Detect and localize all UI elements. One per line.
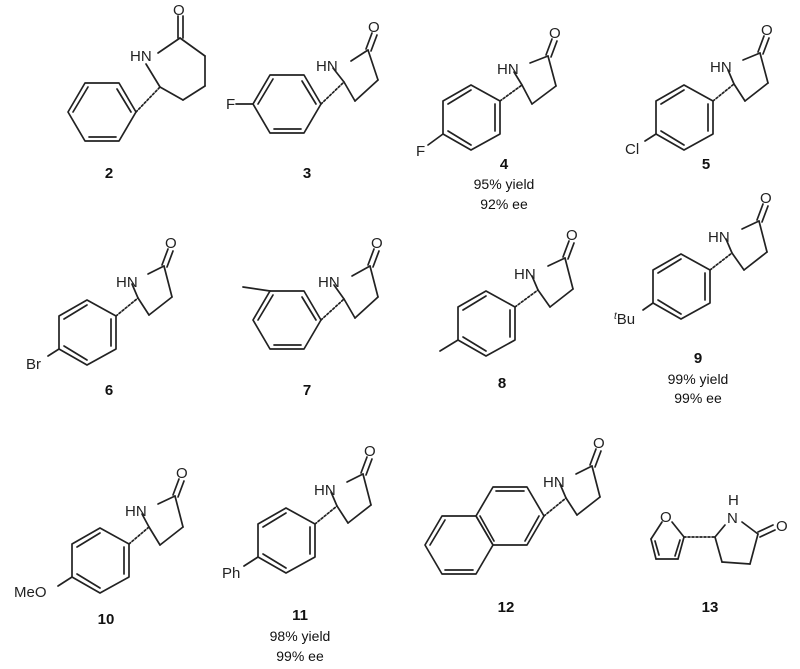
atom-o: O [364,443,376,460]
ee-text: 99% ee [276,648,324,664]
compound-label: 5 [702,156,710,173]
compound-label: 3 [303,165,311,182]
atom-o: O [549,25,561,42]
pyrrolidinone-ring [115,248,174,317]
compound-11: Ph HN O 11 98% yield 99% ee [222,443,376,664]
atom-nh: HN [710,59,732,76]
atom-nh: HN [130,48,152,65]
atom-o: O [368,19,380,36]
atom-n: N [727,510,738,527]
compound-label: 10 [98,611,115,628]
atom-nh: HN [314,482,336,499]
benzene-ring [655,84,714,151]
compound-label: 13 [702,599,719,616]
compound-13: O H N O 13 [650,492,788,616]
atom-nh: HN [514,266,536,283]
pyrrolidinone-ring [320,248,380,321]
atom-nh: HN [708,229,730,246]
compound-label: 4 [500,156,509,173]
atom-nh: HN [497,61,519,78]
compound-label: 8 [498,375,506,392]
furan-ring [650,521,685,560]
pyrrolidinone-ring [128,478,185,546]
atom-tbu: tBu [614,311,635,328]
pyrrolidinone-ring [543,448,602,517]
compound-label: 11 [292,607,308,624]
atom-br: Br [26,356,41,373]
compound-label: 12 [498,599,515,616]
pyrrolidinone-ring [499,38,558,105]
benzene-ring [252,74,322,134]
compound-10: MeO HN O 10 [14,465,188,628]
atom-f: F [226,96,235,113]
ee-text: 92% ee [480,196,528,212]
pyrrolidinone-ring [314,456,373,525]
atom-nh: HN [316,58,338,75]
compound-6: Br HN O 6 [26,235,177,399]
benzene-ring [457,290,516,357]
benzene-ring [442,84,501,151]
tbu-label: Bu [617,311,635,328]
atom-o: O [566,227,578,244]
compound-label: 9 [694,350,702,367]
piperidinone-ring [135,15,206,113]
yield-text: 98% yield [270,628,331,644]
atom-o: O [173,2,185,19]
naphthalene [424,486,545,575]
pyrrolidinone-ring [683,521,776,565]
compound-label: 2 [105,165,113,182]
benzene-ring [67,82,137,142]
pyrrolidinone-ring [320,32,379,105]
atom-o: O [176,465,188,482]
atom-o-carbonyl: O [776,518,788,535]
atom-nh: HN [318,274,340,291]
pyrrolidinone-ring [514,240,575,308]
benzene-ring [58,299,117,366]
compound-4: F HN O 4 95% yield 92% ee [416,25,561,212]
compound-5: Cl HN O 5 [625,22,773,173]
compound-8: HN O 8 [439,227,578,392]
atom-ph: Ph [222,565,240,582]
compound-12: HN O 12 [424,435,605,616]
compound-label: 7 [303,382,311,399]
atom-o: O [371,235,383,252]
atom-meo: MeO [14,584,47,601]
benzene-ring [652,253,711,320]
atom-nh: HN [116,274,138,291]
compound-label: 6 [105,382,113,399]
atom-nh: HN [543,474,565,491]
atom-o: O [760,190,772,207]
benzene-ring [257,507,316,574]
benzene-ring [252,290,322,350]
atom-nh: HN [125,503,147,520]
yield-text: 99% yield [668,371,729,387]
atom-o: O [660,509,672,526]
compound-7: HN O 7 [242,235,383,399]
compound-3: F HN O 3 [226,19,380,182]
compound-2: HN O 2 [67,2,206,182]
atom-nh-h: H [728,492,739,509]
compound-9: tBu HN O 9 99% yield 99% ee [614,190,772,406]
benzene-ring [71,527,130,594]
atom-o: O [761,22,773,39]
ee-text: 99% ee [674,390,722,406]
atom-f: F [416,143,425,160]
pyrrolidinone-ring [712,35,770,102]
pyrrolidinone-ring [709,203,769,271]
atom-o: O [165,235,177,252]
atom-cl: Cl [625,141,639,158]
yield-text: 95% yield [474,176,535,192]
tbu-superscript: t [614,311,618,322]
atom-o: O [593,435,605,452]
